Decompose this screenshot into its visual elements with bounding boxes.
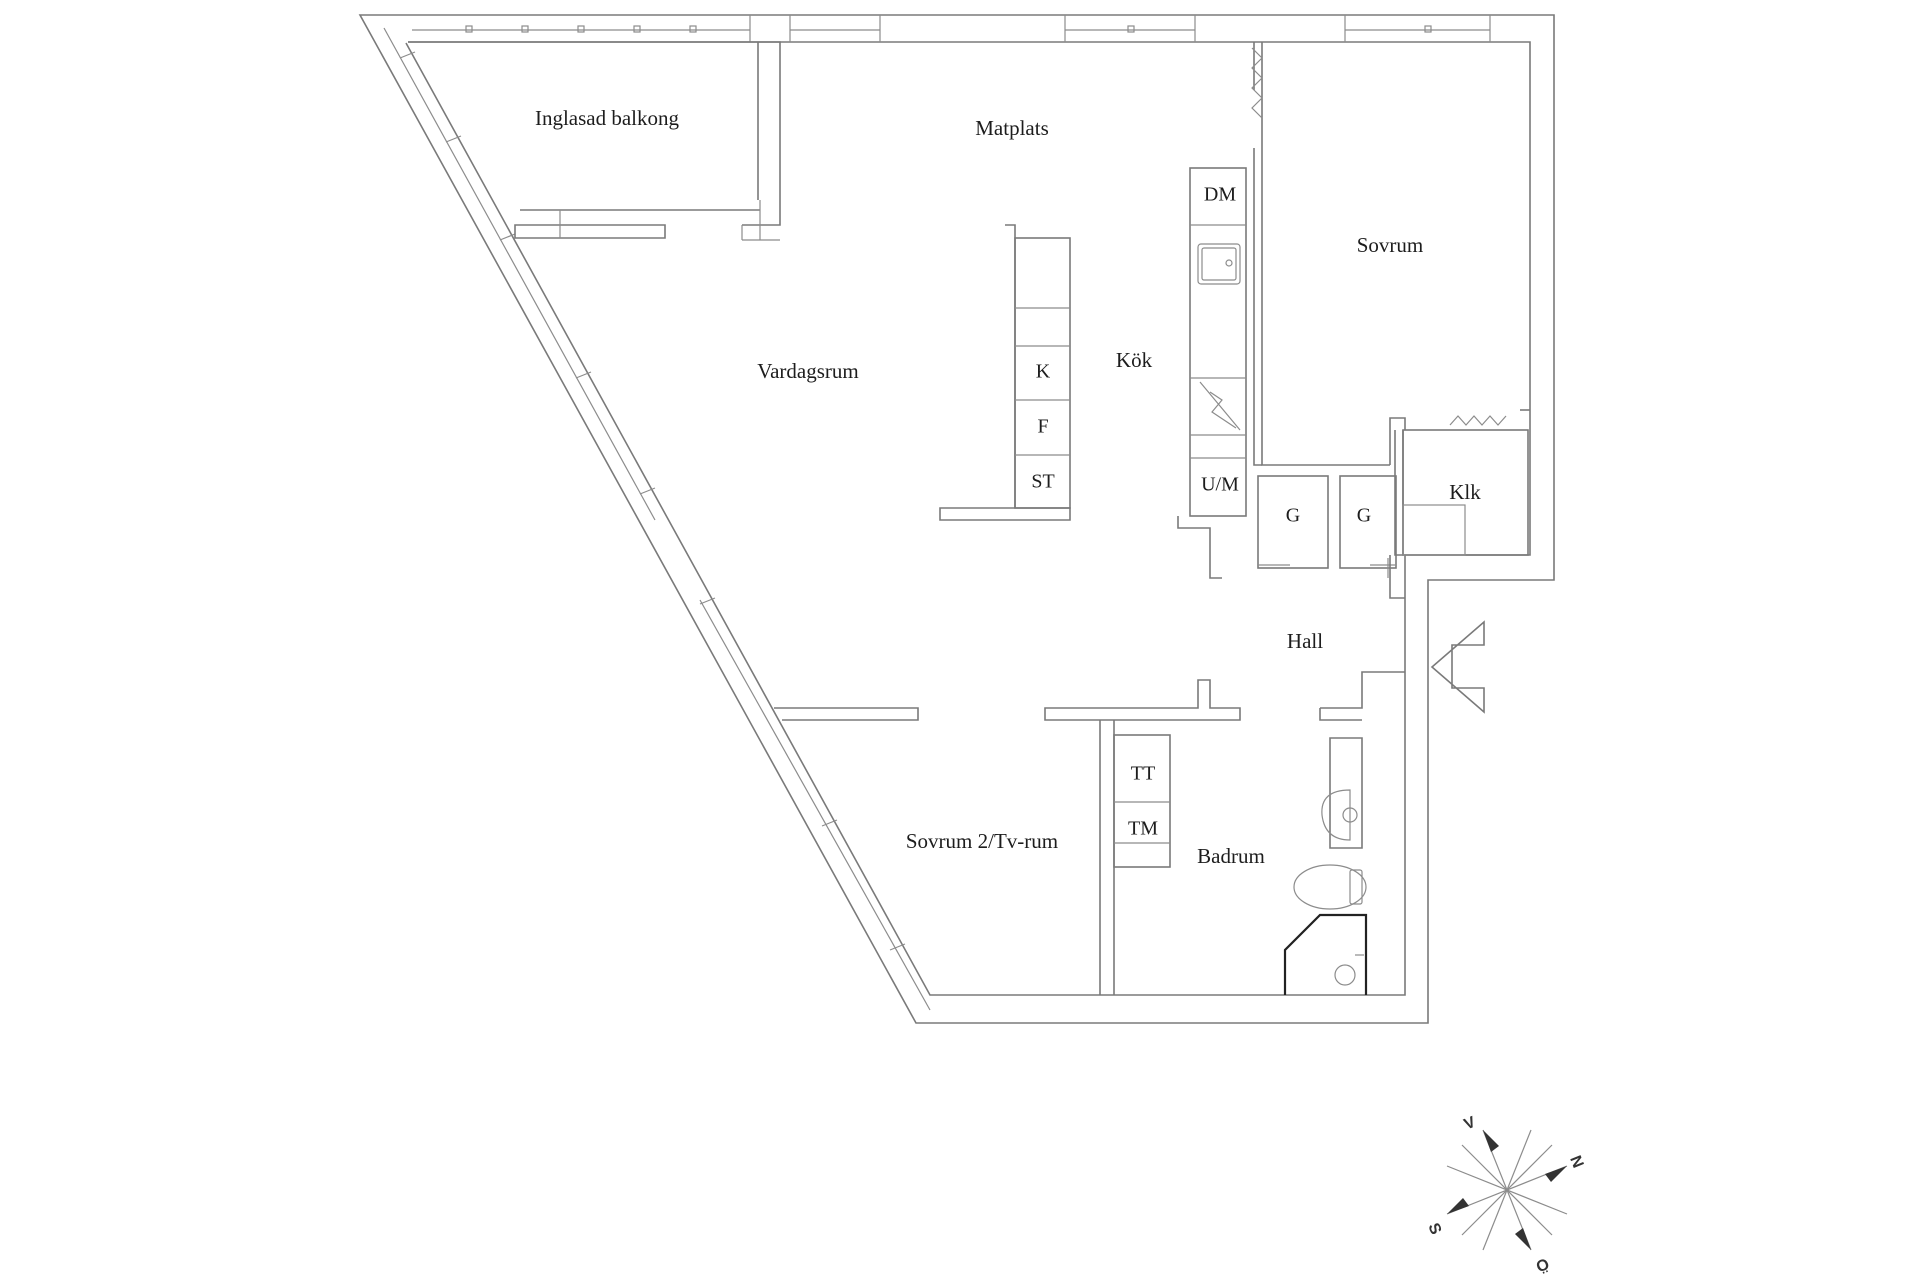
- south-arrow-icon: [1447, 1198, 1469, 1214]
- room-label-hall: Hall: [1287, 629, 1323, 653]
- fixture-label-freezer: F: [1037, 416, 1048, 438]
- compass-south: S: [1424, 1221, 1444, 1238]
- north-arrow-icon: [1545, 1166, 1567, 1182]
- fixture-label-oven-microwave: U/M: [1201, 474, 1239, 496]
- wardrobes: [1257, 429, 1529, 599]
- fixture-label-washer: TM: [1128, 818, 1158, 840]
- room-label-dining: Matplats: [975, 116, 1049, 140]
- entrance-arrow-icon: [1430, 620, 1485, 714]
- compass-north: N: [1566, 1153, 1586, 1170]
- room-label-kitchen: Kök: [1116, 348, 1153, 372]
- bathroom-fixtures: [1283, 737, 1368, 995]
- room-label-bedroom: Sovrum: [1357, 233, 1424, 257]
- fixture-label-fridge: K: [1036, 361, 1051, 383]
- room-label-living: Vardagsrum: [757, 359, 858, 383]
- compass-west: V: [1462, 1114, 1479, 1134]
- room-label-glazed-balcony: Inglasad balkong: [535, 106, 680, 130]
- bedroom-walls: [1251, 42, 1530, 466]
- outer-walls: [358, 14, 1555, 1024]
- west-arrow-icon: [1483, 1130, 1499, 1152]
- fixture-label-wardrobe-2: G: [1357, 505, 1371, 527]
- compass-east: Ö: [1533, 1254, 1552, 1276]
- room-label-closet: Klk: [1449, 480, 1481, 504]
- room-label-bedroom2: Sovrum 2/Tv-rum: [906, 829, 1058, 853]
- east-arrow-icon: [1515, 1228, 1531, 1250]
- kitchen-island: [939, 224, 1071, 521]
- fixture-label-dishwasher: DM: [1204, 184, 1236, 206]
- compass: V N S Ö: [1424, 1114, 1586, 1277]
- fixture-label-pantry: ST: [1031, 471, 1054, 493]
- kitchen-counter: [1177, 167, 1247, 579]
- fixture-label-wardrobe-1: G: [1286, 505, 1300, 527]
- balcony-walls: [408, 41, 781, 241]
- fixture-label-dryer: TT: [1131, 763, 1155, 785]
- room-label-bathroom: Badrum: [1197, 844, 1265, 868]
- lower-partitions: [774, 671, 1405, 995]
